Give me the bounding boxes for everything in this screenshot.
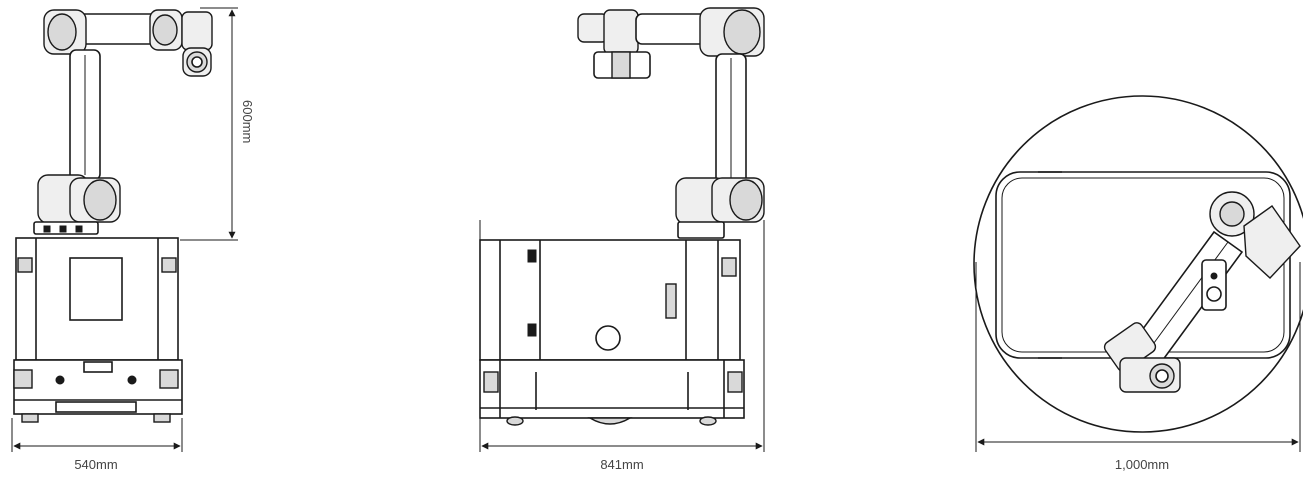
- side-view-drawing: [11, 7, 238, 452]
- top-view-width-label: 1,000mm: [1115, 457, 1169, 472]
- front-view-drawing: [479, 7, 765, 452]
- side-view-width-label: 540mm: [74, 457, 117, 472]
- height-dimension-label: 600mm: [240, 100, 255, 143]
- top-view-drawing: [973, 95, 1303, 452]
- front-view-width-label: 841mm: [600, 457, 643, 472]
